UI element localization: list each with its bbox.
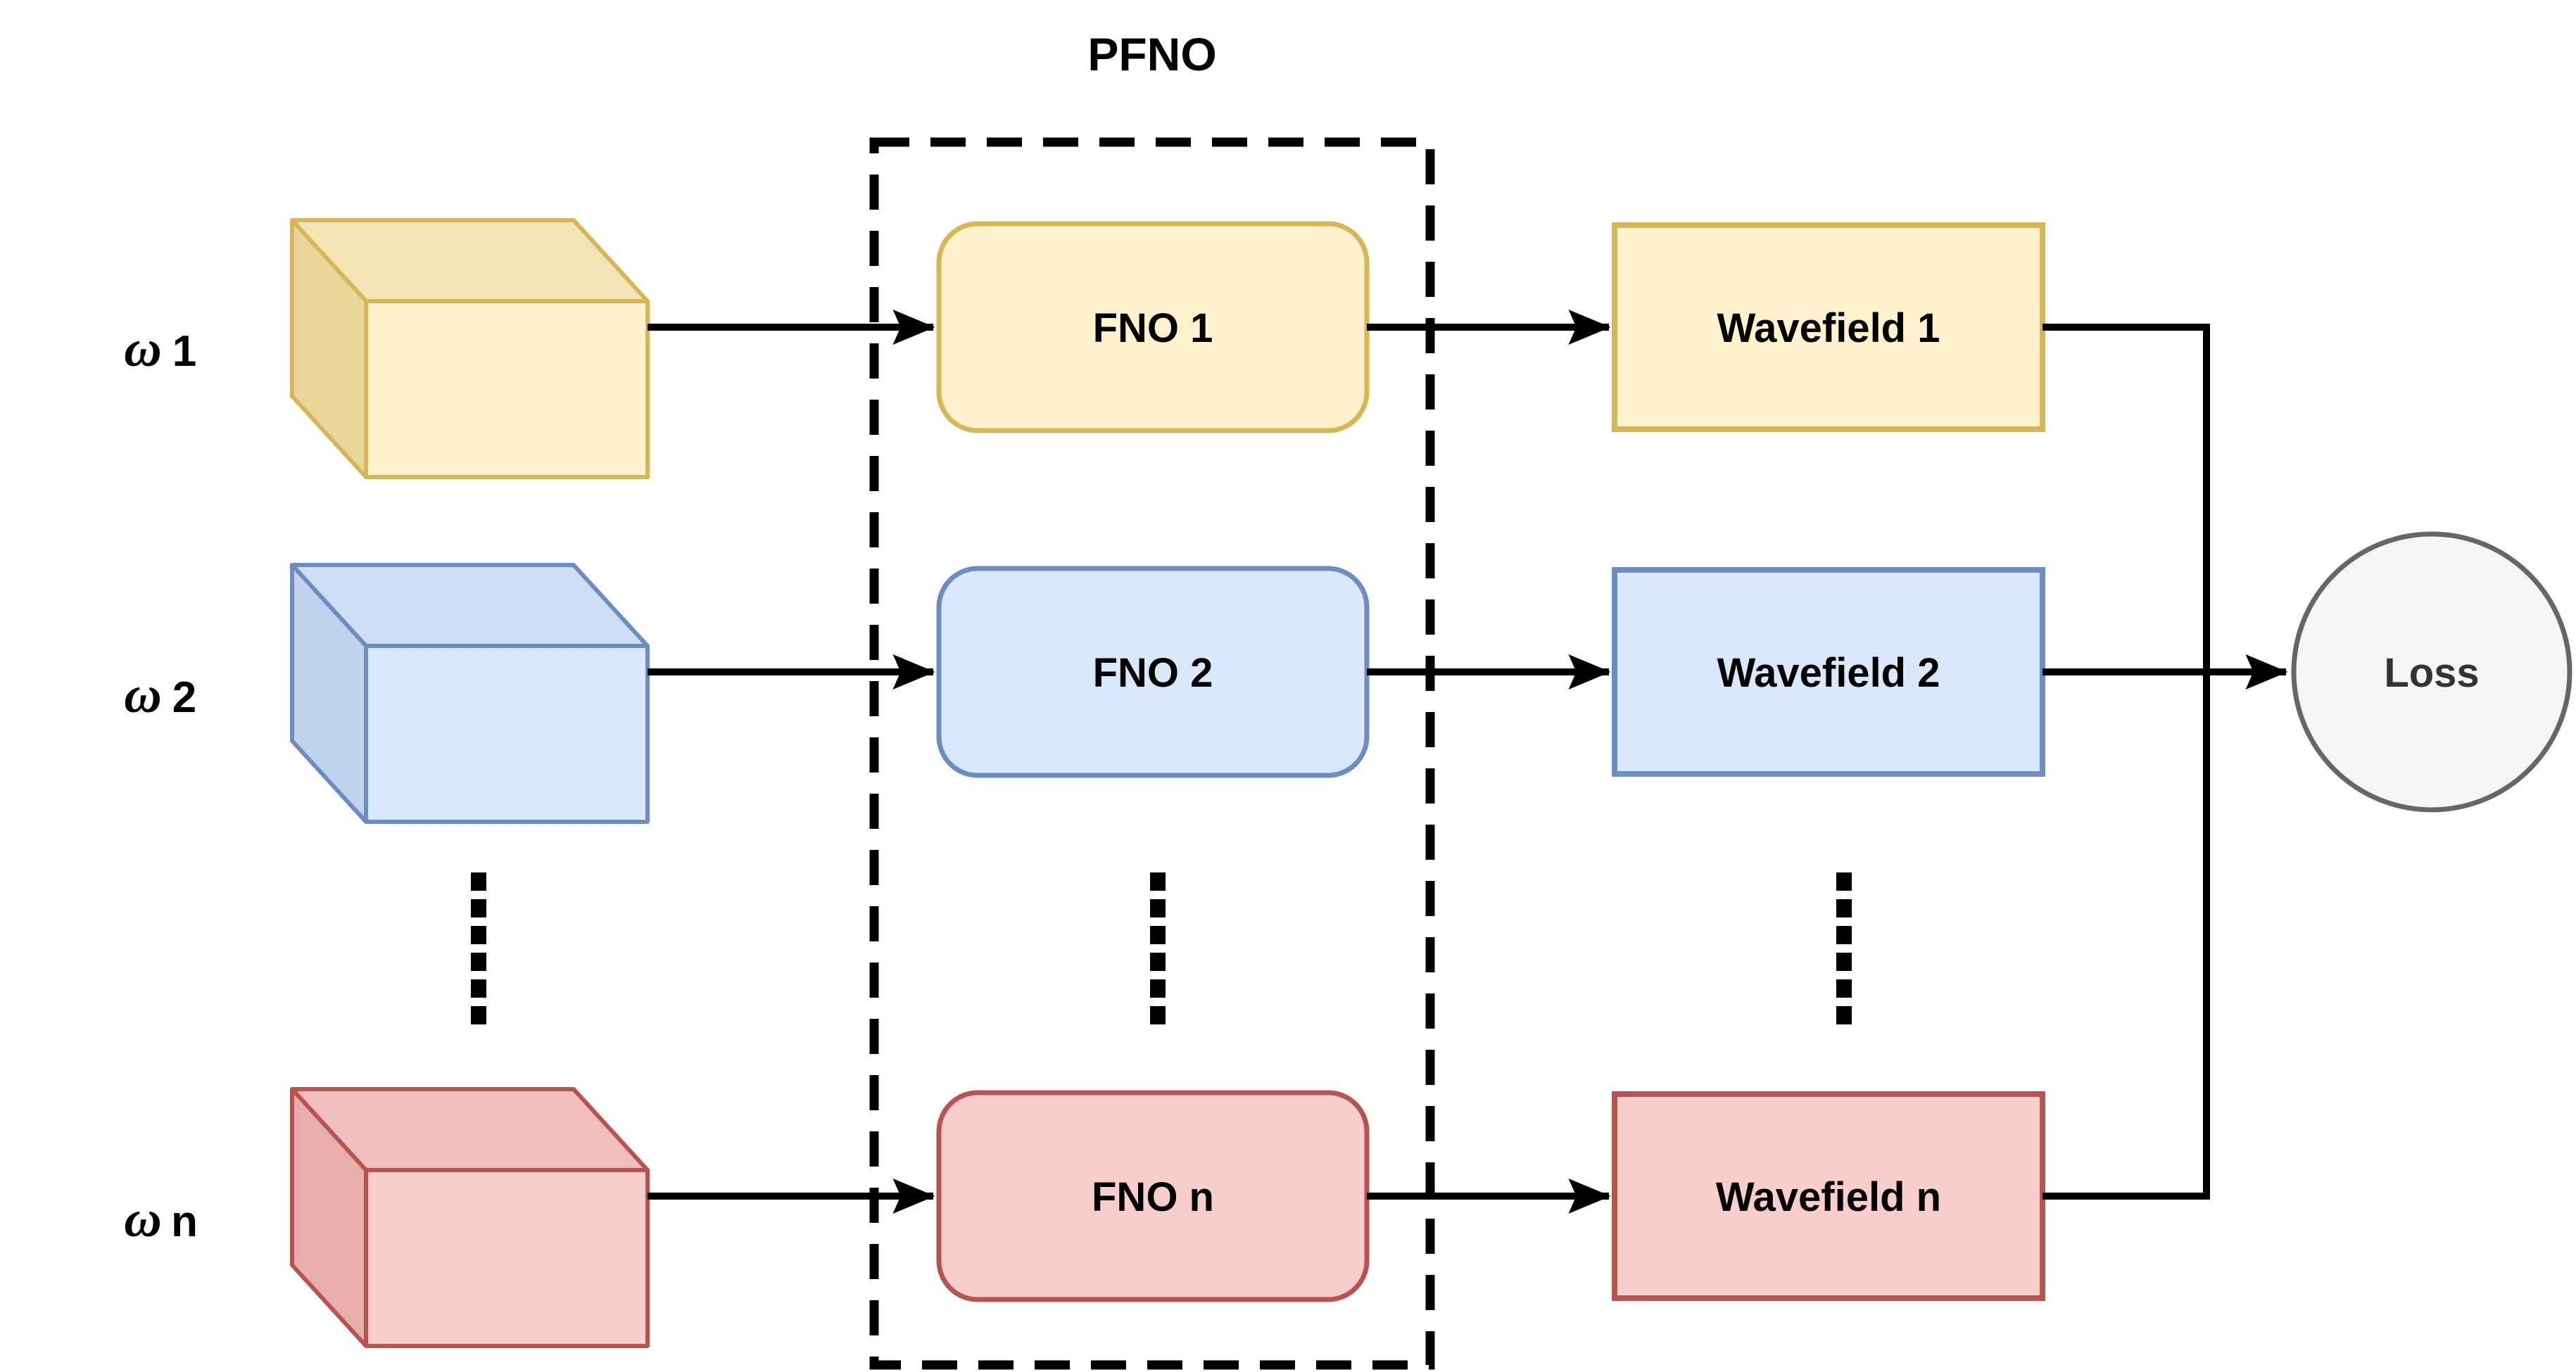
wavefield-1-box bbox=[1612, 222, 2045, 432]
omega-1-index: 1 bbox=[172, 327, 196, 376]
omega-n-index: n bbox=[171, 1198, 198, 1246]
ellipsis-dots-wavefield bbox=[1836, 872, 1852, 1024]
wavefield-1-label: Wavefield 1 bbox=[1717, 305, 1940, 351]
connector-wavefield1-to-trunk bbox=[2043, 324, 2210, 672]
fno-n-label: FNO n bbox=[1092, 1174, 1214, 1220]
wavefield-n-box bbox=[1612, 1091, 2045, 1301]
loss-label: Loss bbox=[2384, 650, 2479, 696]
input-cube-n bbox=[290, 1087, 650, 1348]
omega-2-index: 2 bbox=[172, 673, 196, 722]
wavefield-2-label: Wavefield 2 bbox=[1717, 650, 1940, 696]
row-omega-1: ω 1 FNO 1 Wavefield 1 bbox=[124, 218, 2210, 672]
cube-1-front-face bbox=[364, 299, 650, 479]
pfno-title: PFNO bbox=[1087, 28, 1216, 80]
wavefield-2-box bbox=[1612, 567, 2045, 777]
ellipsis-dots-inputs bbox=[471, 872, 486, 1024]
omega-n-symbol: ω bbox=[124, 1190, 162, 1248]
fno-2-label: FNO 2 bbox=[1093, 650, 1213, 696]
row-omega-n: ω n FNO n Wavefield n bbox=[124, 672, 2210, 1348]
loss-circle bbox=[2291, 531, 2572, 813]
omega-2-symbol: ω bbox=[124, 666, 162, 724]
connector-wavefieldn-to-trunk bbox=[2043, 672, 2210, 1200]
omega-1-symbol: ω bbox=[124, 320, 162, 378]
cube-n-front-face bbox=[364, 1168, 650, 1348]
wavefield-n-label: Wavefield n bbox=[1716, 1174, 1941, 1220]
ellipsis-dots-fno bbox=[1150, 872, 1166, 1024]
input-cube-2 bbox=[290, 563, 650, 824]
cube-2-front-face bbox=[364, 644, 650, 824]
pfno-dashed-box bbox=[869, 137, 1435, 1370]
fno-1-label: FNO 1 bbox=[1093, 305, 1213, 351]
input-cube-1 bbox=[290, 218, 650, 479]
loss-node: Loss bbox=[2291, 531, 2572, 813]
row-omega-2: ω 2 FNO 2 Wavefield 2 bbox=[124, 563, 2045, 824]
